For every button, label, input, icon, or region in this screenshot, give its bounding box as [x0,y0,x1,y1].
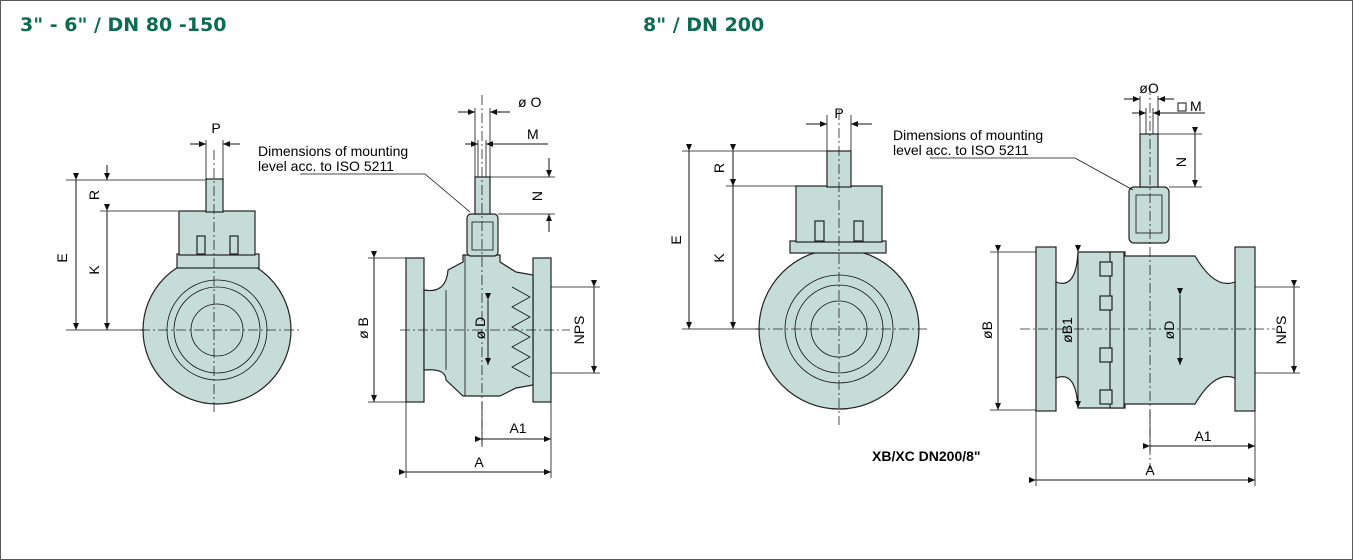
right-side-dimensions: E K R P [668,105,872,330]
dim-R-right: R [711,163,727,173]
dim-K-right: K [711,253,727,263]
dim-O-left: ø O [518,94,541,110]
iso-note-left-line2: level acc. to ISO 5211 [258,158,394,174]
dim-N-right: N [1173,157,1189,167]
dim-NPS-right: NPS [1273,316,1289,345]
dim-B1-right: øB1 [1059,317,1075,343]
dim-M-left: M [527,126,539,142]
dim-B-left: ø B [355,317,371,339]
dim-E-right: E [668,235,684,244]
iso-note-right-line2: level acc. to ISO 5211 [893,142,1029,158]
iso-note-left-line1: Dimensions of mounting [258,143,408,159]
dim-E-left: E [54,253,70,262]
left-front-view [400,95,570,450]
left-side-dimensions: E K R P [54,120,240,331]
dim-A1-right: A1 [1194,428,1211,444]
square-symbol-icon [1177,102,1187,112]
dim-A-left: A [474,454,484,470]
dim-A1-left: A1 [509,420,526,436]
left-front-dimensions: ø B ø D NPS A A1 ø O M N Dimensions of m… [258,94,600,478]
iso-note-right-line1: Dimensions of mounting [893,127,1043,143]
dim-O-right: øO [1139,80,1159,96]
dim-R-left: R [86,190,102,200]
model-label: XB/XC DN200/8" [872,448,981,464]
right-side-view [755,110,930,425]
dim-N-left: N [529,191,545,201]
dim-K-left: K [86,265,102,275]
dim-D-left: ø D [472,317,488,340]
section-title-right: 8" / DN 200 [643,14,765,36]
section-title-left: 3" - 6" / DN 80 -150 [20,14,227,36]
right-front-view [1020,85,1275,470]
dim-D-right: øD [1161,321,1177,340]
dim-P-right: P [834,105,843,121]
dim-M-right: M [1190,98,1202,114]
right-front-dimensions: øB øB1 øD NPS A A1 øO M N Dimensions of … [893,80,1300,486]
dim-A-right: A [1145,462,1155,478]
left-side-view [140,150,300,415]
dim-B-right: øB [979,321,995,339]
dim-P-left: P [211,120,220,136]
dim-NPS-left: NPS [571,316,587,345]
